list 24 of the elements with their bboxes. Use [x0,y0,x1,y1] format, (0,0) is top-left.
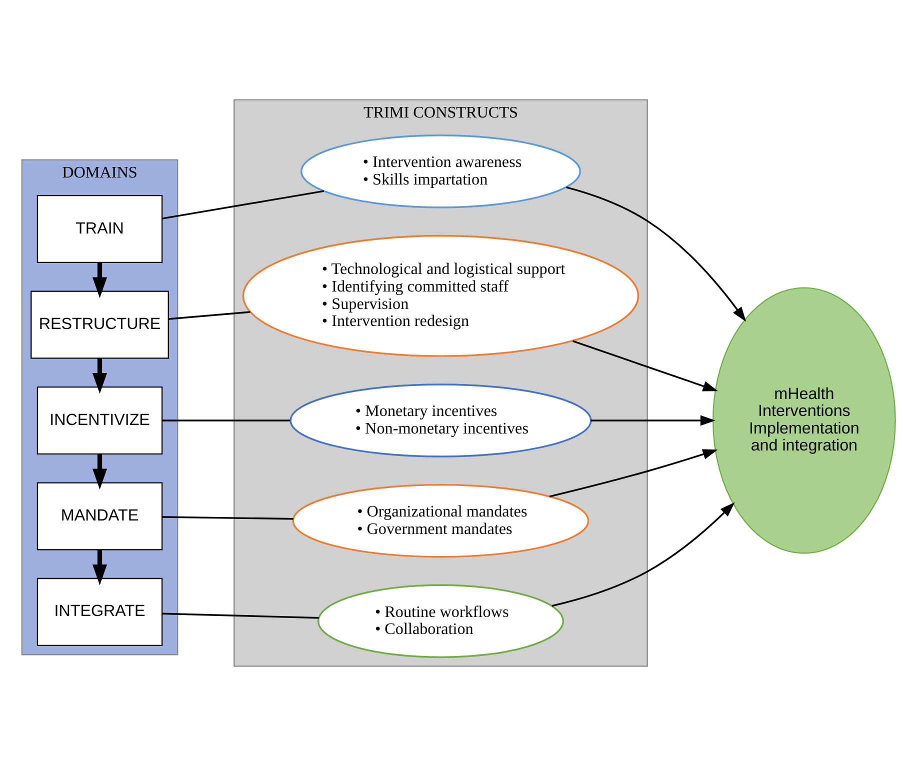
arrow [549,449,718,498]
node-box: MANDATE [36,482,163,550]
arrow [92,358,108,394]
node-ellipse: • Routine workflows • Collaboration [317,584,564,658]
node-ellipse: mHealth Interventions Implementation and integration [712,287,896,554]
node-ellipse: • Organizational mandates • Government mandates [292,484,590,558]
node-ellipse: • Monetary incentives • Non-monetary incentives [290,384,592,458]
arrow [572,340,718,392]
arrow [92,262,108,298]
arrow [566,186,746,322]
connector [162,516,294,520]
node-box: RESTRUCTURE [30,290,169,359]
node-box: INCENTIVIZE [36,386,163,455]
arrow [92,550,108,586]
arrow [92,454,108,490]
arrow [552,502,735,607]
node-box: INTEGRATE [36,578,163,646]
node-box: TRAIN [36,195,163,264]
node-ellipse: • Intervention awareness • Skills impartation [300,134,581,208]
connector [162,612,319,619]
arrow [590,415,716,426]
connector [168,311,250,320]
connector [162,420,290,422]
node-ellipse: • Technological and logistical support • Identifying committed staff • Supervision • Intervention redesign [242,234,640,357]
